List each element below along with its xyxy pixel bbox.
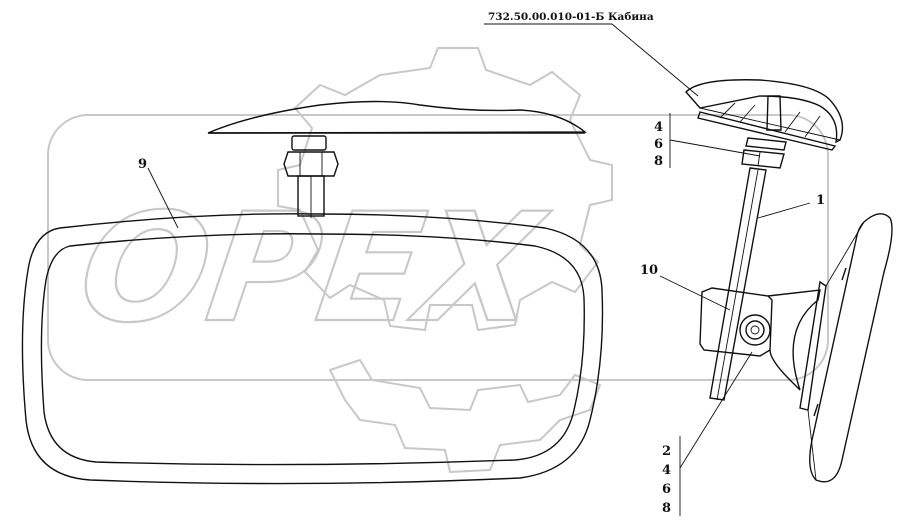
watermark-text: OPEX [70, 181, 557, 356]
cab-panel-section [685, 79, 844, 151]
stack-upper-0: 4 [654, 120, 663, 135]
stack-lower-1: 4 [662, 463, 671, 478]
upper-stud [283, 135, 339, 218]
leader-lines [147, 23, 811, 516]
callout-10: 10 [640, 263, 658, 278]
long-stud [709, 95, 787, 401]
watermark-frame [47, 114, 829, 381]
side-mirror-head [799, 213, 893, 483]
stack-lower-2: 6 [662, 482, 671, 497]
callout-9: 9 [138, 157, 147, 172]
stack-lower-3: 8 [662, 501, 671, 516]
bracket [699, 287, 821, 391]
reference-label: 732.50.00.010-01-Б Кабина [488, 11, 654, 23]
stack-upper-1: 6 [654, 137, 663, 152]
stack-upper-2: 8 [654, 154, 663, 169]
callout-1: 1 [816, 193, 825, 208]
mirror-body [21, 213, 604, 485]
stack-lower-0: 2 [662, 444, 671, 459]
mount-plate [207, 100, 587, 134]
